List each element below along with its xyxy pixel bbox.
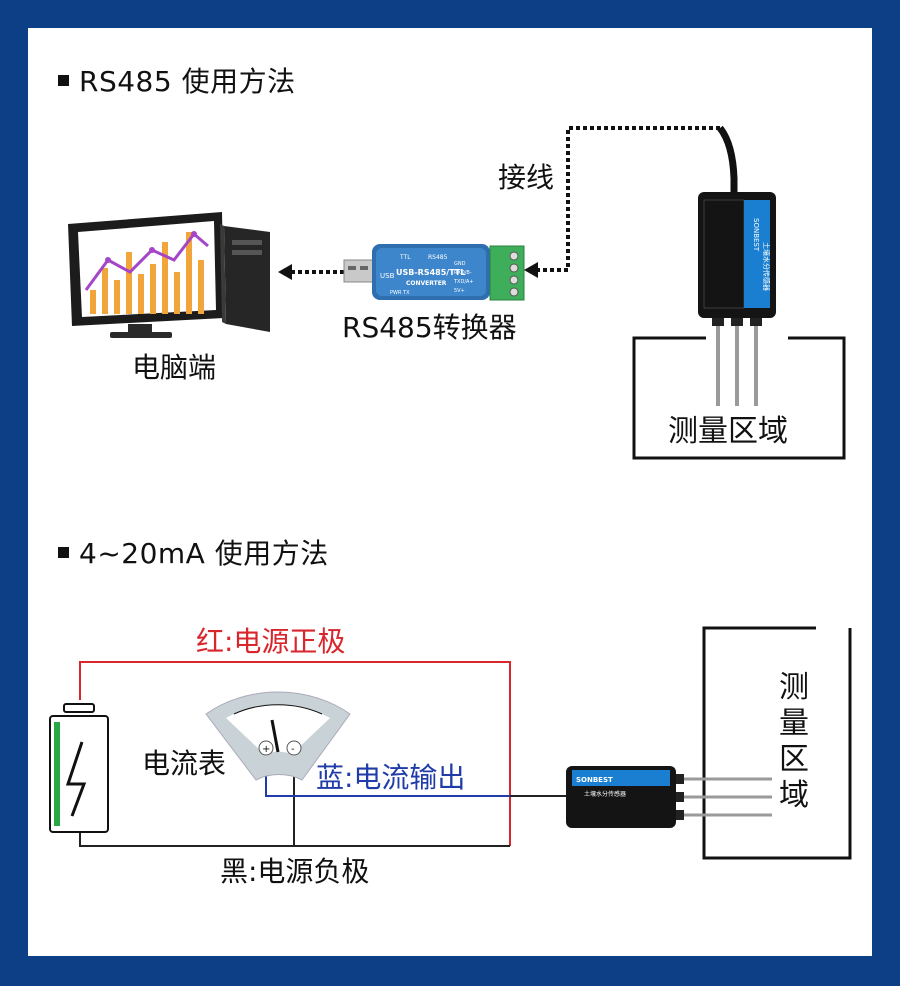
sensor1-model-text: 土壤水分传感器: [762, 242, 771, 291]
pin-gnd-text: GND: [454, 261, 466, 267]
wiring-dotted-path: [524, 126, 720, 278]
pin-txd-text: TXD/A+: [453, 279, 474, 285]
arrow-to-pc: [278, 264, 344, 280]
black-wire: [79, 832, 510, 847]
section1-title-text: RS485 使用方法: [79, 65, 296, 98]
area-char-3: 区: [779, 742, 809, 777]
area-char-2: 量: [779, 706, 809, 741]
converter-leds-text: PWR TX: [390, 290, 410, 296]
bullet-icon: [58, 546, 69, 558]
meter-minus-text: -: [291, 744, 295, 755]
converter-rs485-text: RS485: [428, 254, 448, 261]
pin-5v-text: 5V+: [454, 288, 465, 294]
red-wire-label: 红:电源正极: [196, 625, 346, 658]
area-char-4: 域: [779, 778, 809, 813]
meter-plus-text: +: [262, 744, 270, 755]
sensor-cable: [717, 125, 738, 196]
pin-rxd-text: RXD/B-: [454, 270, 472, 276]
sensor2-model-text: 土壤水分传感器: [584, 790, 626, 798]
bullet-icon: [58, 74, 69, 86]
section2-title: 4~20mA 使用方法: [58, 532, 329, 572]
converter-ttl-text: TTL: [399, 254, 411, 261]
converter-sub-text: CONVERTER: [406, 280, 447, 287]
converter-main-text: USB-RS485/TTL: [396, 268, 465, 277]
pc-label: 电脑端: [132, 351, 217, 384]
battery-icon: [49, 703, 109, 833]
usb-converter-device: TTL RS485 USB USB-RS485/TTL CONVERTER PW…: [343, 244, 525, 301]
ammeter-icon: + -: [205, 691, 351, 781]
black-wire-label: 黑:电源负极: [220, 855, 370, 888]
converter-usb-text: USB: [380, 272, 395, 280]
ammeter-label: 电流表: [142, 747, 227, 780]
diagram-canvas: TTL RS485 USB USB-RS485/TTL CONVERTER PW…: [49, 125, 852, 860]
sensor2-brand-text: SONBEST: [576, 776, 613, 784]
measure-area-label-2: 测 量 区 域: [776, 670, 812, 814]
blue-wire-label: 蓝:电流输出: [316, 761, 466, 794]
section1-title: RS485 使用方法: [58, 60, 296, 100]
converter-label: RS485转换器: [342, 311, 517, 344]
measure-area-box-2: [702, 626, 852, 860]
soil-sensor-vertical: SONBEST 土壤水分传感器: [698, 192, 776, 406]
area-char-1: 测: [779, 670, 809, 705]
sensor1-brand-text: SONBEST: [752, 218, 760, 252]
soil-sensor-horizontal: SONBEST 土壤水分传感器: [566, 766, 772, 828]
wiring-label: 接线: [498, 161, 555, 194]
pc-tower-icon: [220, 224, 270, 332]
red-wire: [79, 661, 511, 846]
monitor-icon: [68, 212, 224, 338]
measure-area-box-1: [632, 336, 846, 460]
content-panel: RS485 使用方法: [28, 28, 872, 956]
section2-title-text: 4~20mA 使用方法: [79, 537, 329, 570]
measure-area-label-1: 测量区域: [668, 414, 788, 449]
